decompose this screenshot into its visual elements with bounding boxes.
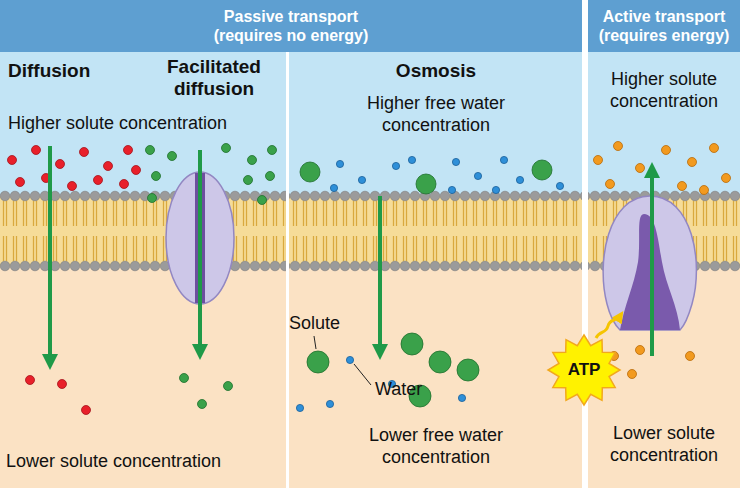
osmosis-arrow xyxy=(378,196,382,352)
solute-particle xyxy=(244,176,253,185)
star-outline xyxy=(548,335,620,405)
solute-particle xyxy=(662,146,671,155)
solute-particle xyxy=(94,176,103,185)
water-molecule xyxy=(458,394,465,401)
solute-particle xyxy=(80,148,89,157)
panel-title: Facilitated diffusion xyxy=(146,56,282,100)
panel-title: Diffusion xyxy=(8,60,128,82)
solute-particle xyxy=(224,382,233,391)
solute-particle xyxy=(594,156,603,165)
energy-arrow xyxy=(596,316,620,338)
solute-particle xyxy=(457,359,479,381)
solute-particle xyxy=(132,166,141,175)
solute-particle xyxy=(307,351,329,373)
solute-particle xyxy=(700,186,709,195)
diffusion-arrow xyxy=(48,146,52,362)
solute-particle xyxy=(152,172,161,181)
solute-particle xyxy=(146,146,155,155)
solute-particle xyxy=(120,180,129,189)
water-molecule xyxy=(346,356,353,363)
water-molecule xyxy=(556,182,563,189)
concentration-label: Lower solute concentration xyxy=(590,422,738,466)
solute-particle xyxy=(710,144,719,153)
header-text: Active transport (requires energy) xyxy=(589,7,739,45)
solute-particle xyxy=(56,160,65,169)
part-label: Solute xyxy=(289,312,359,334)
panel-title: Osmosis xyxy=(292,60,580,82)
solute-particle xyxy=(614,142,623,151)
header-band: Active transport (requires energy) xyxy=(588,0,740,52)
solute-particle xyxy=(678,182,687,191)
header-text: Passive transport (requires no energy) xyxy=(201,7,381,45)
solute-particle xyxy=(168,152,177,161)
header-band: Passive transport (requires no energy) xyxy=(0,0,582,52)
solute-particle xyxy=(8,156,17,165)
solute-particle xyxy=(58,380,67,389)
solute-particle xyxy=(628,370,637,379)
solute-particle xyxy=(636,164,645,173)
concentration-label: Lower solute concentration xyxy=(6,450,284,472)
leader-line xyxy=(354,364,371,385)
solute-particle xyxy=(104,162,113,171)
leader-line xyxy=(314,336,316,349)
solute-particle xyxy=(722,174,731,183)
solute-particle xyxy=(688,158,697,167)
solute-particle xyxy=(16,178,25,187)
water-molecule xyxy=(492,186,499,193)
water-molecule xyxy=(358,176,365,183)
water-molecule xyxy=(448,186,455,193)
solute-particle xyxy=(429,351,451,373)
water-molecule xyxy=(408,156,415,163)
solute-particle xyxy=(26,376,35,385)
solute-particle xyxy=(416,174,436,194)
concentration-label: Lower free water concentration xyxy=(336,424,536,468)
solute-particle xyxy=(300,162,320,182)
water-molecule xyxy=(326,400,333,407)
solute-particle xyxy=(148,194,157,203)
water-molecule xyxy=(516,176,523,183)
concentration-label: Higher free water concentration xyxy=(336,92,536,136)
solute-particle xyxy=(180,374,189,383)
solute-particle xyxy=(124,146,133,155)
part-label: Water xyxy=(375,378,445,400)
solute-particle xyxy=(222,144,231,153)
solute-particle xyxy=(532,160,552,180)
concentration-label: Higher solute concentration xyxy=(590,68,738,112)
energy-label: ATP xyxy=(554,360,614,380)
solute-particle xyxy=(248,156,257,165)
solute-particle xyxy=(82,406,91,415)
water-molecule xyxy=(330,184,337,191)
water-molecule xyxy=(452,158,459,165)
solute-particle xyxy=(268,146,277,155)
water-molecule xyxy=(474,172,481,179)
solute-particle xyxy=(258,196,267,205)
carrier-protein xyxy=(603,196,696,330)
concentration-label: Higher solute concentration xyxy=(8,112,284,134)
active-arrow xyxy=(650,170,654,356)
solute-particle xyxy=(68,182,77,191)
solute-particle xyxy=(686,352,695,361)
solute-particle xyxy=(636,346,645,355)
water-molecule xyxy=(336,160,343,167)
solute-particle xyxy=(606,180,615,189)
solute-particle xyxy=(401,333,423,355)
solute-particle xyxy=(266,172,275,181)
panel-divider xyxy=(286,52,289,488)
energy-burst: ATP xyxy=(546,333,622,407)
facilitated-arrow xyxy=(198,150,202,352)
solute-particle xyxy=(198,400,207,409)
water-molecule xyxy=(392,162,399,169)
water-molecule xyxy=(296,404,303,411)
water-molecule xyxy=(500,156,507,163)
panel-divider xyxy=(582,0,588,488)
solute-particle xyxy=(32,146,41,155)
